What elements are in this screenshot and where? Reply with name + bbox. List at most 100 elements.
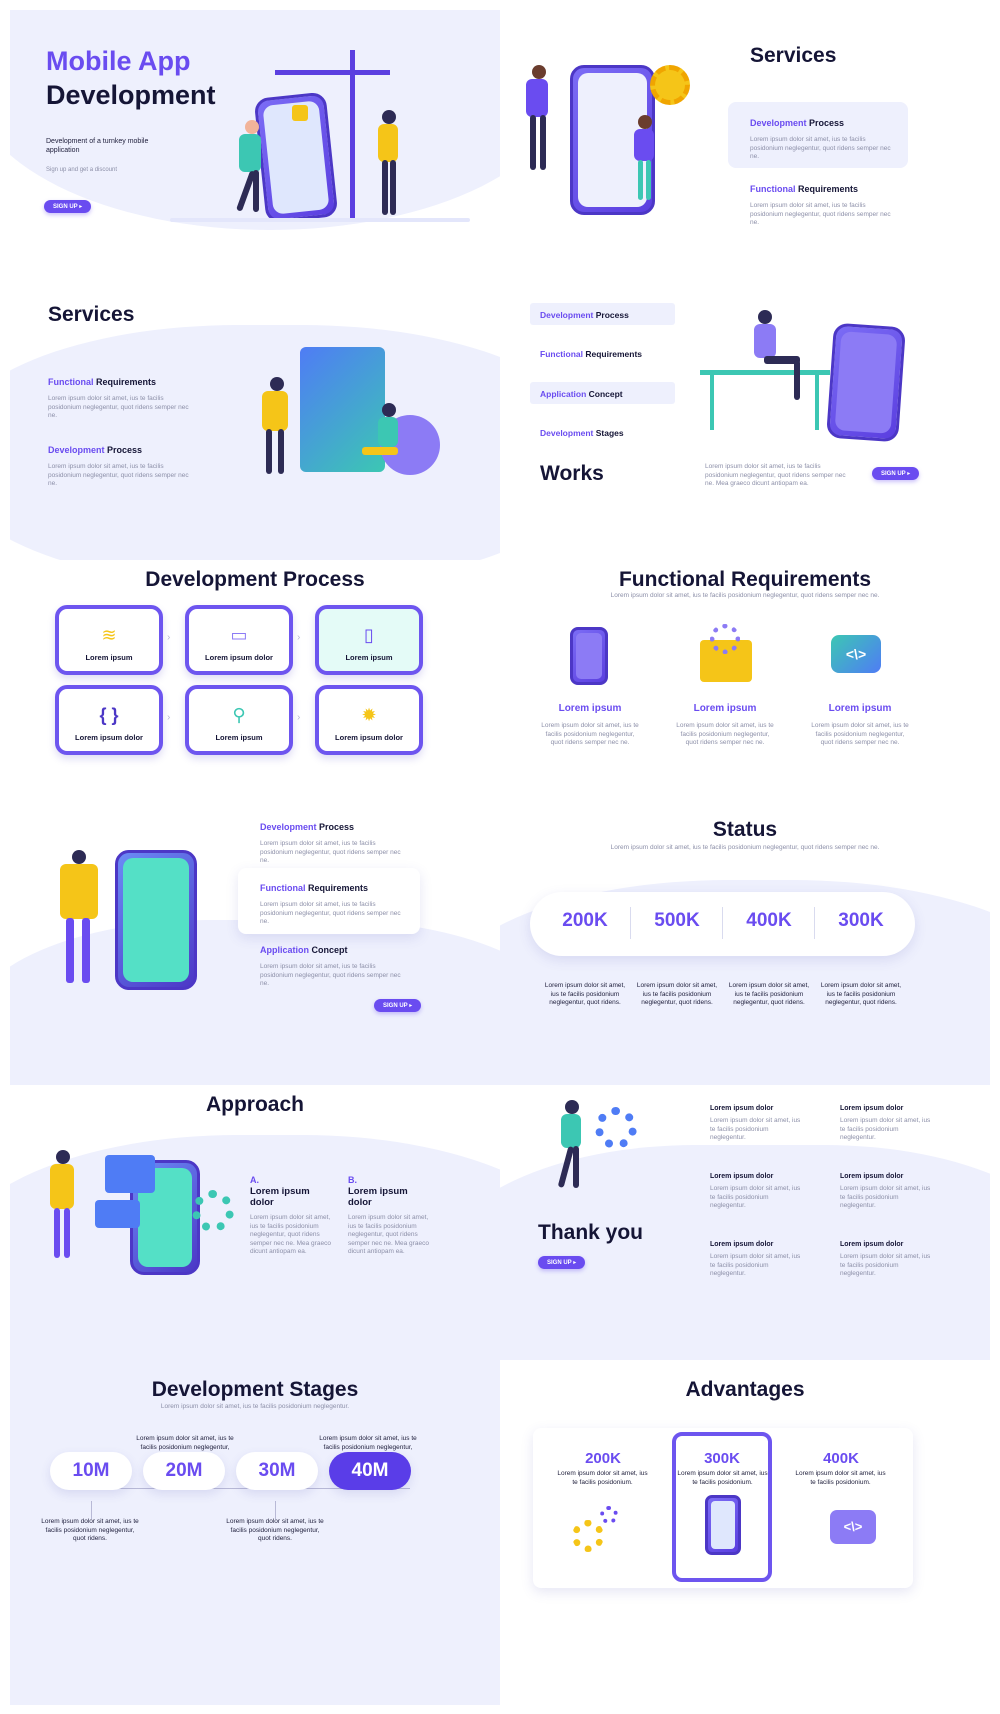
service-item-accent: Development [48, 445, 105, 455]
menu-highlight [530, 303, 675, 325]
chevron-right-icon: › [297, 712, 301, 723]
phone-screen [834, 331, 898, 434]
crane-illustration [350, 50, 355, 220]
desk-leg [815, 375, 819, 430]
slide-services-2: Services Functional Requirements Lorem i… [10, 285, 500, 560]
stat-text: Lorem ipsum dolor sit amet, ius te facil… [636, 982, 718, 1006]
service-item-accent: Functional [48, 377, 94, 387]
crane-arm [275, 70, 390, 75]
process-box-label: Lorem ipsum dolor [205, 653, 273, 662]
phone-screen [576, 633, 602, 679]
process-box-label: Lorem ipsum dolor [335, 733, 403, 742]
menu-item-accent: Development [540, 310, 594, 320]
chevron-right-icon: › [297, 632, 301, 643]
section-subtitle: Lorem ipsum dolor sit amet, ius te facil… [610, 844, 880, 851]
menu-item-accent: Development [540, 428, 594, 438]
divider [814, 907, 815, 939]
gear-icon [600, 1506, 618, 1524]
info-text: Lorem ipsum dolor sit amet, ius te facil… [840, 1117, 931, 1141]
section-title: Development Stages [151, 1378, 359, 1401]
stage-pill: 10M [50, 1452, 132, 1490]
slide-status: Status Lorem ipsum dolor sit amet, ius t… [500, 810, 990, 1085]
process-item-title: Development Process [260, 822, 354, 832]
service-item-title: Functional Requirements [48, 377, 156, 387]
sign-up-label: SIGN UP [383, 1003, 408, 1009]
slide-process-list: Development Process Lorem ipsum dolor si… [10, 810, 500, 1085]
phone-screen [711, 1501, 735, 1549]
process-item-accent: Functional [260, 883, 306, 893]
menu-item-3[interactable]: Application Concept [540, 389, 623, 399]
service-card-highlight [728, 102, 908, 168]
menu-item-2[interactable]: Functional Requirements [540, 349, 642, 359]
section-title: Approach [205, 1093, 304, 1116]
process-box-search: ⚲Lorem ipsum [185, 685, 293, 755]
process-item-accent: Development [260, 822, 317, 832]
stage-pill: 20M [143, 1452, 225, 1490]
section-subtitle: Lorem ipsum dolor sit amet, ius te facil… [160, 1403, 350, 1410]
bg-blob [500, 1145, 990, 1360]
slide-works: Development Process Functional Requireme… [500, 285, 990, 560]
feature-text: Lorem ipsum dolor sit amet, ius te facil… [541, 722, 639, 746]
gear-icon: ✹ [361, 705, 377, 725]
service-item-text: Lorem ipsum dolor sit amet, ius te facil… [750, 136, 891, 160]
info-text: Lorem ipsum dolor sit amet, ius te facil… [840, 1185, 931, 1209]
approach-text-b: Lorem ipsum dolor sit amet, ius te facil… [348, 1214, 429, 1255]
advantage-text: Lorem ipsum dolor sit amet, ius te facil… [677, 1470, 768, 1486]
slide-services-1: Services Development Process Lorem ipsum… [500, 10, 990, 285]
title-line2: Development [46, 80, 216, 110]
menu-item-1[interactable]: Development Process [540, 310, 629, 320]
approach-text-a: Lorem ipsum dolor sit amet, ius te facil… [250, 1214, 331, 1255]
slide-advantages: Advantages 200K Lorem ipsum dolor sit am… [500, 1360, 990, 1705]
sign-up-button[interactable]: SIGN UP ▸ [374, 999, 422, 1012]
slide-functional-requirements: Functional Requirements Lorem ipsum dolo… [500, 560, 990, 835]
advantage-text: Lorem ipsum dolor sit amet, ius te facil… [795, 1470, 886, 1486]
service-item-title: Development Process [750, 118, 844, 128]
feature-title: Lorem ipsum [558, 703, 622, 714]
stage-note-bottom: Lorem ipsum dolor sit amet, ius te facil… [41, 1518, 139, 1542]
service-item-rest: Process [806, 118, 845, 128]
process-item-title: Application Concept [260, 945, 348, 955]
info-text: Lorem ipsum dolor sit amet, ius te facil… [710, 1185, 801, 1209]
info-title: Lorem ipsum dolor [840, 1173, 904, 1180]
approach-letter-a: A. [250, 1175, 259, 1185]
process-box-code: ▭Lorem ipsum dolor [185, 605, 293, 675]
braces-icon: { } [99, 705, 119, 725]
stat-text: Lorem ipsum dolor sit amet, ius te facil… [728, 982, 810, 1006]
process-box-gear: ✹ Lorem ipsum dolor [315, 685, 423, 755]
menu-item-4[interactable]: Development Stages [540, 428, 624, 438]
process-item-text: Lorem ipsum dolor sit amet, ius te facil… [260, 901, 401, 925]
info-title: Lorem ipsum dolor [840, 1241, 904, 1248]
slide-development-stages: Development Stages Lorem ipsum dolor sit… [10, 1360, 500, 1705]
service-item-accent: Functional [750, 184, 796, 194]
ground-line [170, 218, 470, 222]
sign-up-label: SIGN UP [53, 204, 78, 210]
process-box-label: Lorem ipsum dolor [75, 733, 143, 742]
sign-up-button[interactable]: SIGN UP ▸ [538, 1256, 586, 1269]
phone-illustration [115, 850, 197, 990]
sign-up-button[interactable]: SIGN UP ▸ [44, 200, 92, 213]
gear-icon [192, 1190, 234, 1232]
feature-title: Lorem ipsum [693, 703, 757, 714]
service-item-rest: Requirements [93, 377, 157, 387]
gear-icon [595, 1107, 637, 1149]
menu-item-rest: Process [593, 310, 629, 320]
menu-item-accent: Functional [540, 349, 583, 359]
title-line1: Mobile App [46, 46, 191, 76]
slide-thank-you: Thank you SIGN UP ▸ Lorem ipsum dolor Lo… [500, 1085, 990, 1360]
section-subtitle: Lorem ipsum dolor sit amet, ius te facil… [610, 592, 880, 599]
process-box-braces: { } Lorem ipsum dolor [55, 685, 163, 755]
process-item-text: Lorem ipsum dolor sit amet, ius te facil… [260, 840, 401, 864]
stat-value: 200K [562, 910, 608, 931]
sign-up-button[interactable]: SIGN UP ▸ [872, 467, 920, 480]
phone-illustration [826, 322, 906, 443]
slide-approach: Approach A. Lorem ipsum dolor Lorem ipsu… [10, 1085, 500, 1360]
discount-note: Sign up and get a discount [46, 167, 118, 173]
feature-title: Lorem ipsum [828, 703, 892, 714]
advantage-text: Lorem ipsum dolor sit amet, ius te facil… [557, 1470, 648, 1486]
slide-development-process: Development Process ≋Lorem ipsum › ▭Lore… [10, 560, 500, 835]
stat-value: 300K [838, 910, 884, 931]
code-bubble-icon: <\> [831, 635, 881, 673]
menu-item-rest: Concept [586, 389, 623, 399]
service-item-text: Lorem ipsum dolor sit amet, ius te facil… [48, 395, 189, 419]
stat-text: Lorem ipsum dolor sit amet, ius te facil… [820, 982, 902, 1006]
